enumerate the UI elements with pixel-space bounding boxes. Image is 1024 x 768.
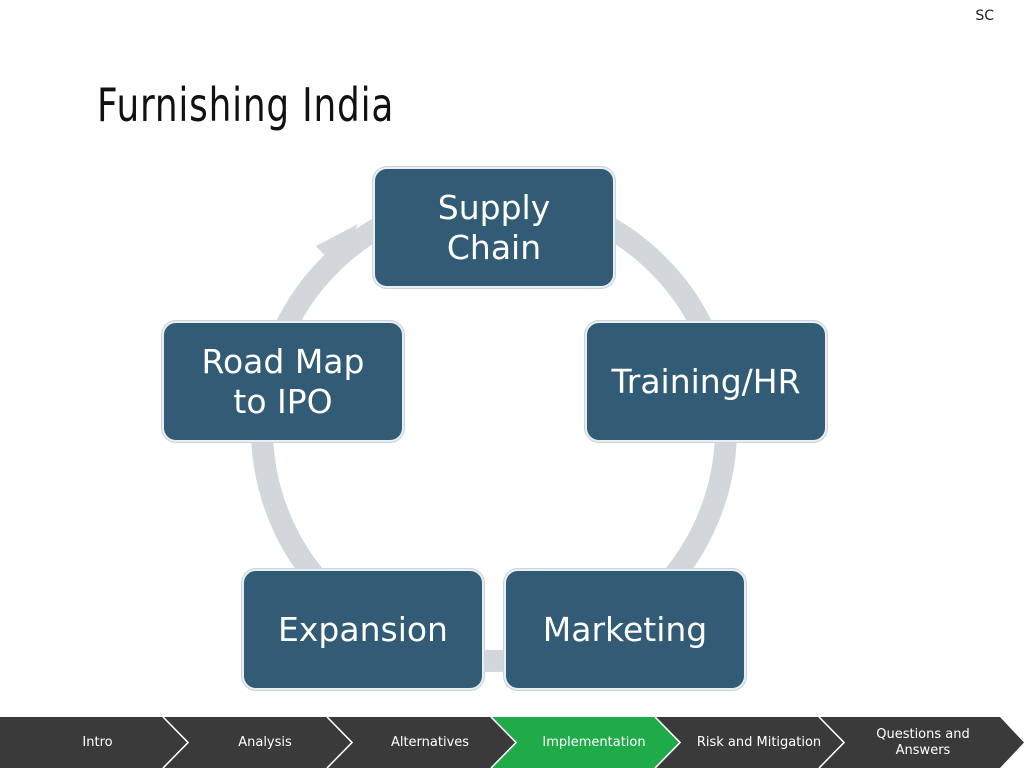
cycle-node-supply-chain: Supply Chain <box>373 167 615 288</box>
nav-chevron-risk <box>656 717 844 768</box>
cycle-node-expansion: Expansion <box>242 569 484 690</box>
slide-badge: SC <box>975 8 994 24</box>
nav-chevron-implementation <box>492 717 680 768</box>
nav-chevron-alternatives <box>328 717 516 768</box>
nav-chevron-intro <box>0 717 188 768</box>
cycle-node-road-map: Road Map to IPO <box>162 321 404 442</box>
nav-chevron-questions <box>820 717 1024 768</box>
nav-item-questions-answers[interactable]: Questions and Answers <box>876 726 970 758</box>
cycle-node-training-hr: Training/HR <box>585 321 827 442</box>
section-nav-chevrons <box>0 717 1024 768</box>
cycle-arrowhead <box>316 224 358 268</box>
nav-item-implementation[interactable]: Implementation <box>542 734 646 750</box>
nav-chevron-analysis <box>164 717 352 768</box>
nav-item-alternatives[interactable]: Alternatives <box>390 734 470 750</box>
slide-title: Furnishing India <box>97 78 395 132</box>
section-nav: Intro Analysis Alternatives Implementati… <box>0 717 1024 768</box>
nav-item-intro[interactable]: Intro <box>82 734 113 750</box>
nav-item-analysis[interactable]: Analysis <box>238 734 292 750</box>
nav-item-risk-mitigation[interactable]: Risk and Mitigation <box>696 734 822 750</box>
cycle-node-marketing: Marketing <box>504 569 746 690</box>
